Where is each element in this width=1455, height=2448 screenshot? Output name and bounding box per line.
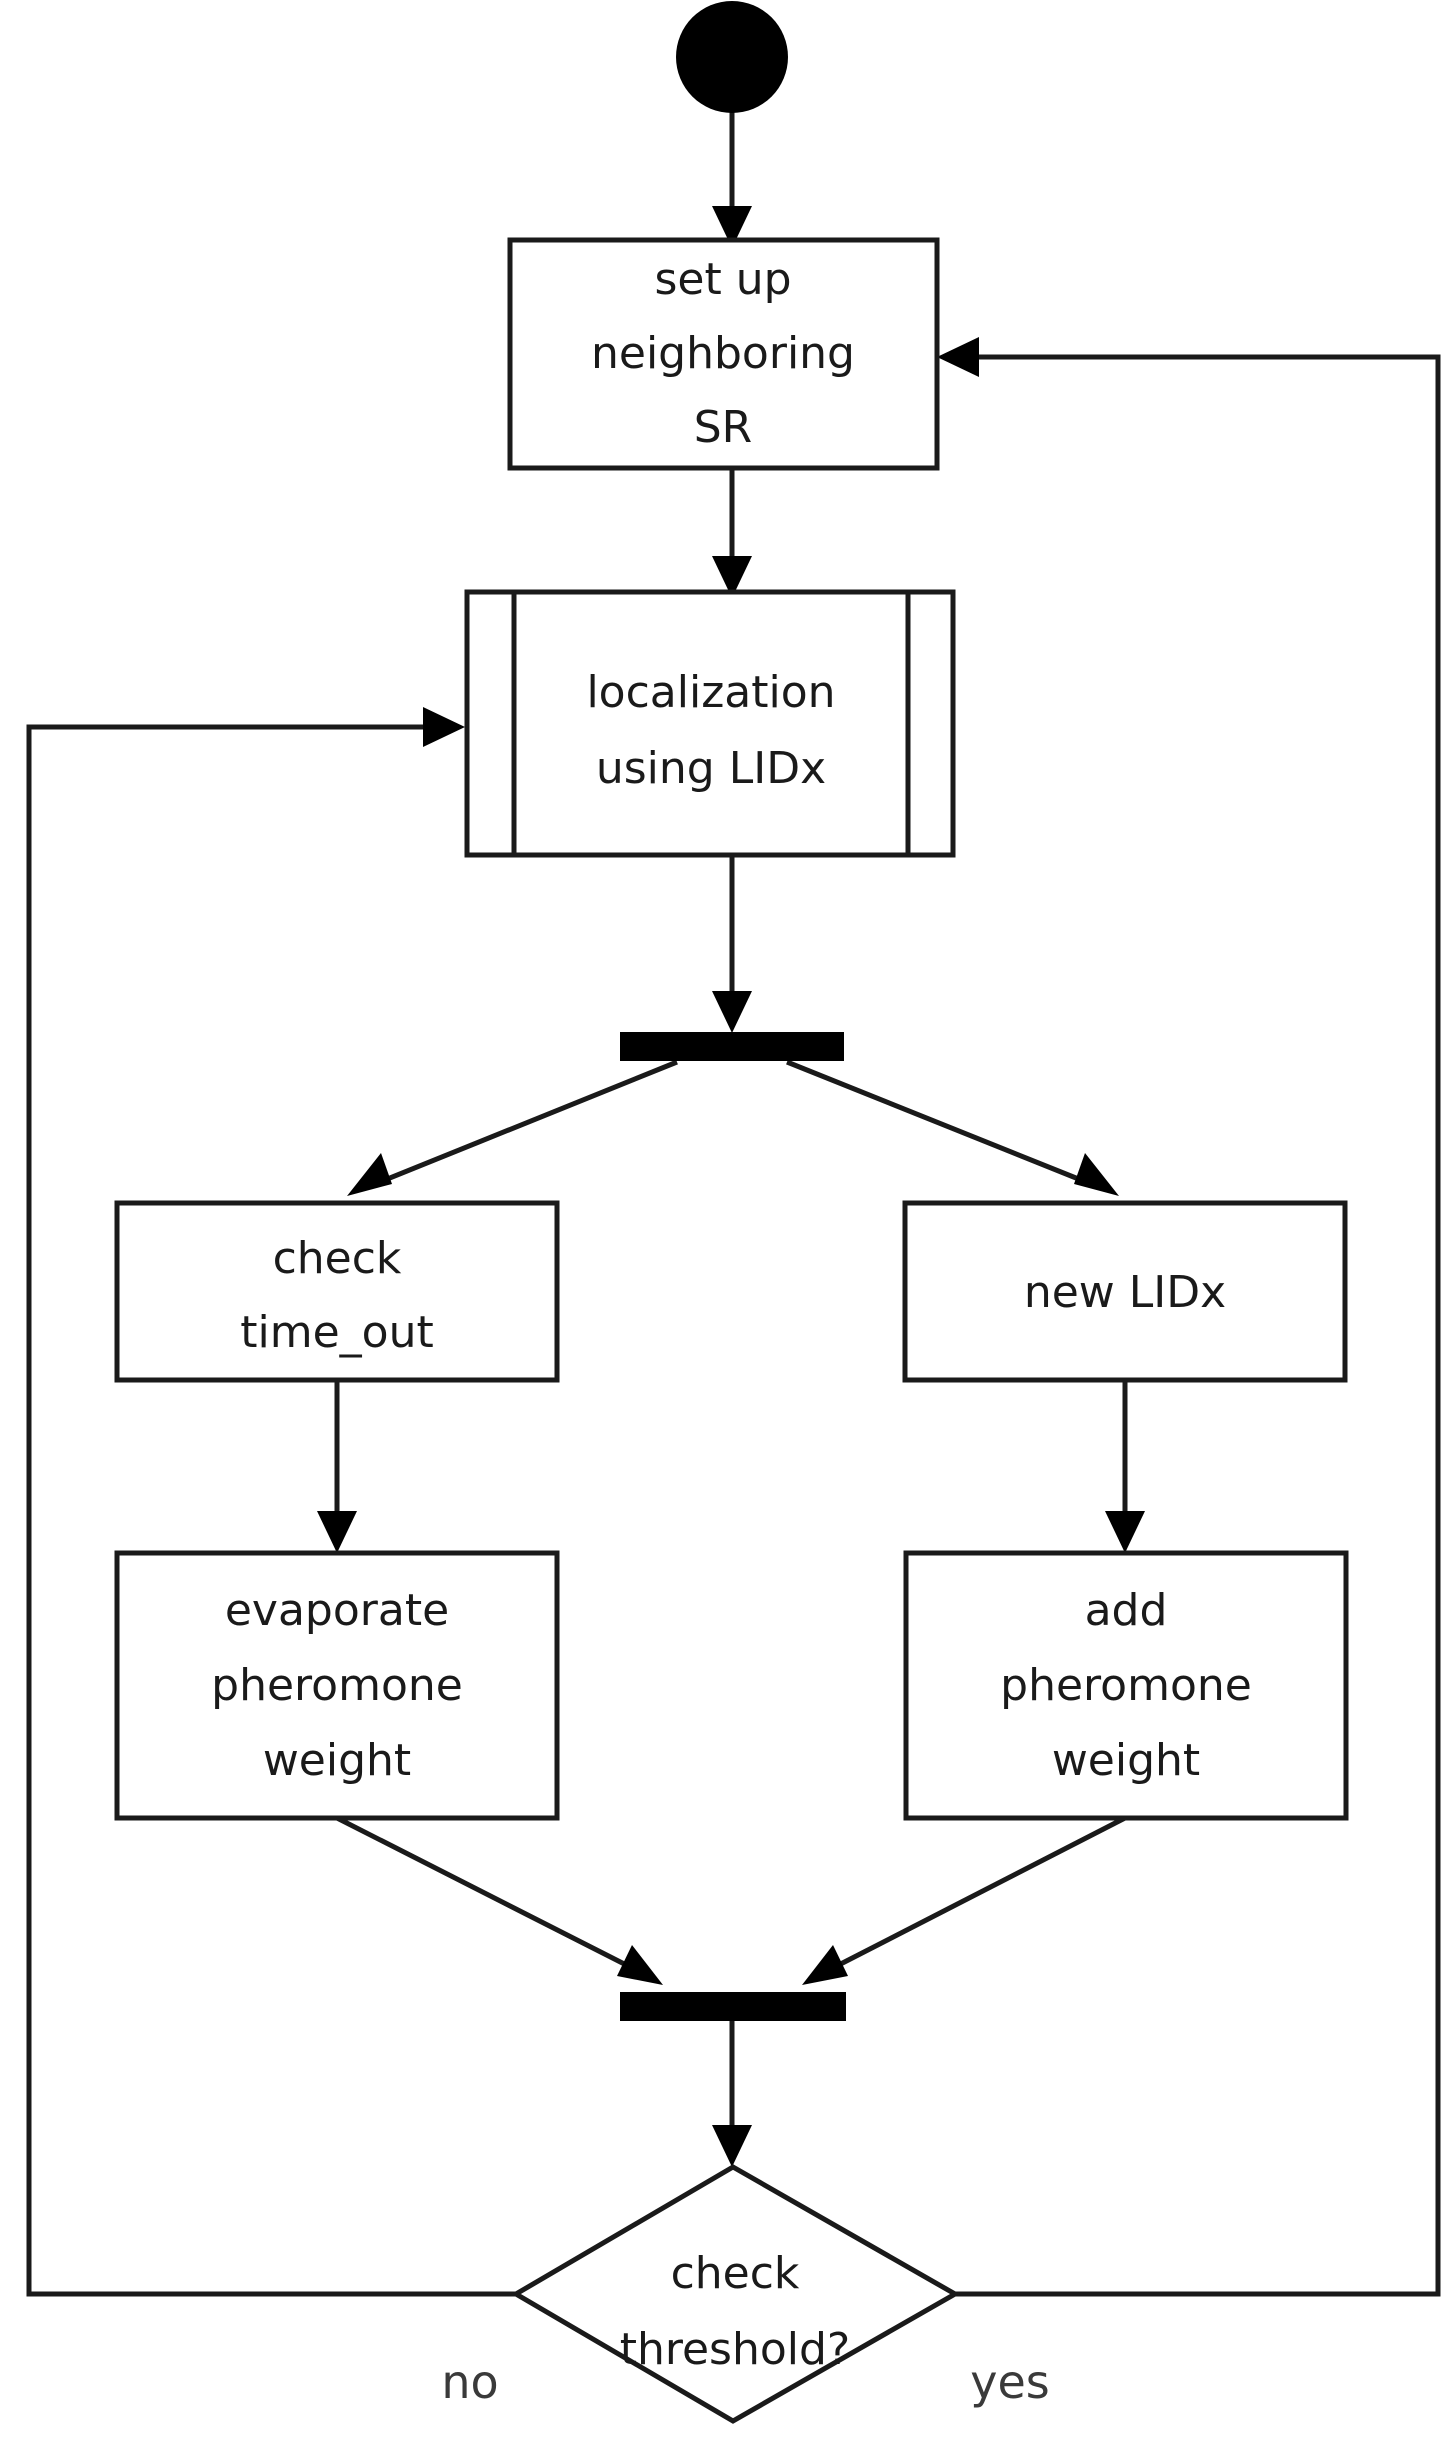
- edge-fork-to-new-lidx: [786, 1059, 1119, 1196]
- node-start[interactable]: [676, 1, 788, 113]
- node-localization-using-lidx[interactable]: localization using LIDx: [464, 589, 956, 858]
- join-bar-shape: [620, 1992, 846, 2021]
- node-join-bar[interactable]: [620, 1992, 846, 2021]
- node-setup-neighboring-sr[interactable]: set up neighboring SR: [507, 237, 940, 471]
- edge-setup-to-localization: [712, 468, 752, 598]
- arrowhead-icon: [937, 337, 979, 377]
- arrowhead-icon: [317, 1511, 357, 1553]
- node-localization-line-2: using LIDx: [596, 743, 826, 794]
- edge-new-lidx-to-add: [1105, 1380, 1145, 1553]
- node-decision-line-2: threshold?: [620, 2324, 851, 2375]
- node-evaporate-line-3: weight: [263, 1735, 411, 1786]
- decision-diamond-shape: [511, 2164, 961, 2424]
- edge-label-yes: yes: [970, 2355, 1050, 2409]
- activity-box: [114, 1200, 560, 1383]
- node-evaporate-line-1: evaporate: [225, 1585, 449, 1636]
- node-add-line-2: pheromone: [1000, 1660, 1252, 1711]
- arrowhead-icon: [712, 556, 752, 598]
- node-check-threshold-decision[interactable]: check threshold?: [511, 2164, 961, 2424]
- edge-decision-yes-to-setup: [937, 337, 1441, 2297]
- edge-check-timeout-to-evaporate: [317, 1380, 357, 1553]
- node-new-lidx-line-1: new LIDx: [1024, 1267, 1226, 1318]
- node-new-lidx[interactable]: new LIDx: [902, 1200, 1348, 1383]
- activity-box: [114, 1550, 560, 1821]
- node-setup-line-2: neighboring: [591, 328, 855, 379]
- node-add-line-1: add: [1085, 1585, 1168, 1636]
- arrowhead-icon: [712, 2125, 752, 2167]
- node-decision-line-1: check: [671, 2248, 800, 2299]
- node-add-line-3: weight: [1052, 1735, 1200, 1786]
- arrowhead-icon: [617, 1945, 663, 1985]
- node-fork-bar[interactable]: [620, 1032, 844, 1061]
- fork-bar-shape: [620, 1032, 844, 1061]
- node-check-timeout-line-1: check: [273, 1233, 402, 1284]
- initial-node-icon: [676, 1, 788, 113]
- node-setup-line-1: set up: [654, 254, 791, 305]
- arrowhead-icon: [347, 1153, 392, 1196]
- activity-box: [903, 1550, 1349, 1821]
- node-setup-line-3: SR: [694, 402, 753, 453]
- subroutine-box: [464, 589, 956, 858]
- edge-localization-to-fork: [712, 855, 752, 1033]
- edge-join-to-decision: [712, 2021, 752, 2167]
- edge-add-to-join: [802, 1815, 1127, 1985]
- activity-box: [507, 237, 940, 471]
- arrowhead-icon: [1074, 1153, 1119, 1196]
- edge-fork-to-check-timeout: [347, 1059, 678, 1196]
- node-evaporate-line-2: pheromone: [211, 1660, 463, 1711]
- arrowhead-icon: [802, 1945, 848, 1985]
- edge-label-no: no: [441, 2355, 498, 2409]
- arrowhead-icon: [712, 991, 752, 1033]
- node-add-pheromone-weight[interactable]: add pheromone weight: [903, 1550, 1349, 1821]
- node-evaporate-pheromone-weight[interactable]: evaporate pheromone weight: [114, 1550, 560, 1821]
- node-check-timeout[interactable]: check time_out: [114, 1200, 560, 1383]
- edge-decision-no-to-localization: [26, 707, 516, 2297]
- arrowhead-icon: [1105, 1511, 1145, 1553]
- edge-evaporate-to-join: [335, 1815, 663, 1985]
- node-check-timeout-line-2: time_out: [240, 1307, 433, 1358]
- node-localization-line-1: localization: [586, 667, 835, 718]
- edge-start-to-setup: [712, 112, 752, 248]
- arrowhead-icon: [712, 206, 752, 248]
- arrowhead-icon: [423, 707, 465, 747]
- activity-box: [902, 1200, 1348, 1383]
